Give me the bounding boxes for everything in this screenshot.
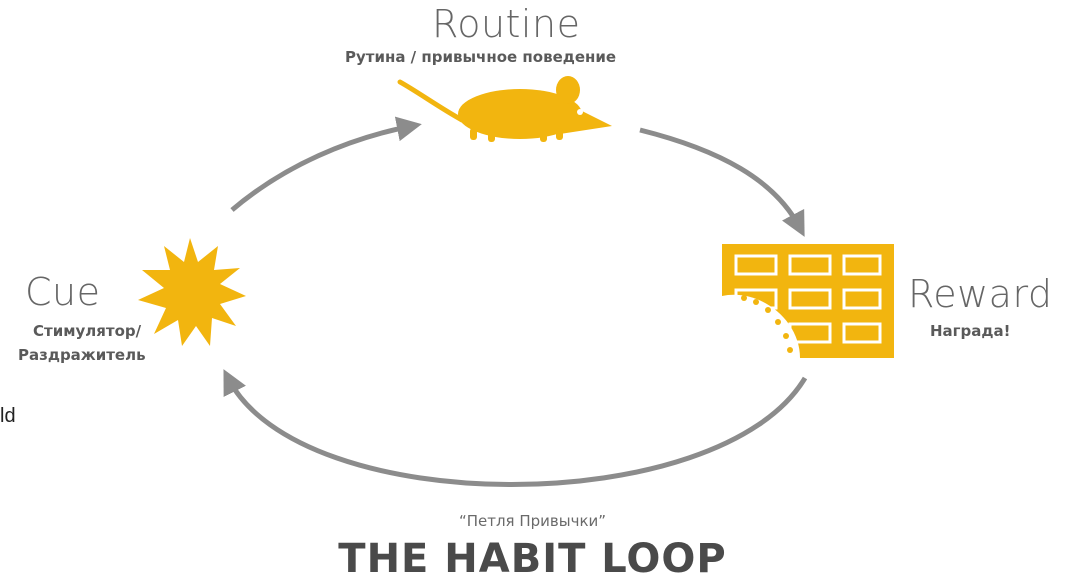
mouse-icon	[397, 76, 612, 142]
stray-text: ld	[0, 405, 16, 427]
routine-subtitle: Рутина / привычное поведение	[345, 48, 617, 66]
reward-subtitle: Награда!	[930, 322, 1011, 340]
chocolate-bar-icon	[722, 244, 894, 358]
habit-loop-title: THE HABIT LOOP	[338, 536, 727, 582]
cue-subtitle-line2: Раздражитель	[18, 346, 146, 364]
arrow-reward-to-cue	[223, 369, 808, 487]
starburst-icon	[138, 238, 246, 346]
routine-title: Routine	[432, 2, 581, 46]
cue-subtitle-line1: Стимулятор/	[33, 322, 142, 340]
reward-title: Reward	[908, 272, 1053, 316]
arrow-routine-to-reward	[639, 127, 805, 237]
cue-title: Cue	[25, 270, 101, 314]
arrow-cue-to-routine	[230, 116, 422, 212]
footer-caption: “Петля Привычки”	[458, 512, 607, 530]
